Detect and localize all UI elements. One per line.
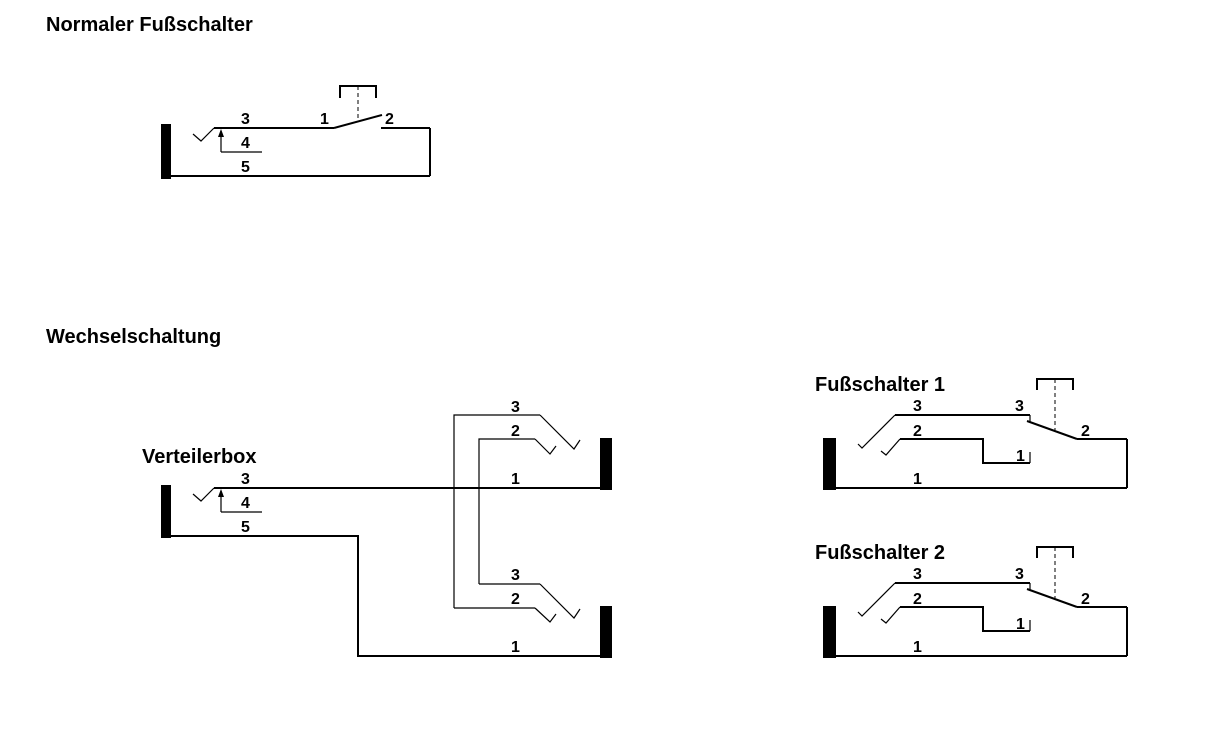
label-tip: 3: [241, 471, 250, 488]
jack-tip-contact: [192, 487, 215, 502]
title-normaler-fussschalter: Normaler Fußschalter: [46, 14, 253, 36]
label-switch-2: 2: [385, 111, 394, 128]
label-ring: 2: [913, 591, 922, 608]
switch-lever: [1026, 420, 1078, 440]
wire-ring: [900, 438, 1030, 464]
tip-contact: [857, 582, 896, 617]
label-switch-common: 3: [1015, 566, 1024, 583]
switch-lever: [333, 114, 383, 129]
jack-tip-contact: [192, 127, 215, 142]
lower-plug: 3 2 1: [454, 567, 612, 658]
wire-ring: [900, 606, 1030, 632]
label-tip: 3: [913, 398, 922, 415]
upper-plug: 3 2 1: [511, 399, 612, 490]
label-switch-1: 1: [320, 111, 329, 128]
wire-upper-ring-lower-tip: [478, 438, 535, 584]
lower-plug-body: [600, 606, 612, 658]
ring-contact: [880, 438, 901, 456]
upper-plug-body: [600, 438, 612, 490]
verteilerbox-circuit: 3 4 5: [161, 471, 600, 657]
title-verteilerbox: Verteilerbox: [142, 446, 257, 468]
jack-body: [823, 438, 836, 490]
jack-body: [823, 606, 836, 658]
label-ring: 2: [913, 423, 922, 440]
fussschalter-1-circuit: 3 2 1 3 1 2: [823, 378, 1128, 490]
title-fussschalter-1: Fußschalter 1: [815, 374, 945, 396]
label-sleeve: 1: [511, 471, 520, 488]
label-switch-no: 2: [1081, 423, 1090, 440]
label-ring: 2: [511, 423, 520, 440]
cross-wiring: [453, 414, 540, 608]
wire-sleeve-to-lower-sleeve: [171, 535, 600, 657]
ring-contact: [880, 606, 901, 624]
jack-body: [161, 124, 171, 179]
label-switch-common: 3: [1015, 398, 1024, 415]
label-tip: 3: [913, 566, 922, 583]
label-tip: 3: [511, 399, 520, 416]
label-switch-nc: 1: [1016, 616, 1025, 633]
label-switch: 4: [241, 495, 250, 512]
upper-tip-contact: [539, 414, 581, 450]
label-tip: 3: [511, 567, 520, 584]
label-ring: 2: [511, 591, 520, 608]
normal-footswitch-circuit: 3 4 5 1 2: [161, 85, 431, 179]
arrow-icon: [218, 129, 224, 137]
label-switch-no: 2: [1081, 591, 1090, 608]
lower-tip-contact: [539, 583, 581, 619]
label-sleeve: 1: [913, 471, 922, 488]
label-sleeve: 1: [913, 639, 922, 656]
upper-ring-contact: [534, 438, 557, 455]
fussschalter-2-circuit: 3 2 1 3 1 2: [823, 546, 1128, 658]
wire-upper-tip-lower-ring: [453, 414, 540, 608]
label-tip: 3: [241, 111, 250, 128]
label-sleeve: 5: [241, 159, 250, 176]
switch-lever: [1026, 588, 1078, 608]
lower-ring-contact: [534, 607, 557, 623]
label-switch-nc: 1: [1016, 448, 1025, 465]
title-wechselschaltung: Wechselschaltung: [46, 326, 221, 348]
label-sleeve: 5: [241, 519, 250, 536]
verteilerbox-jack: [161, 485, 171, 538]
tip-contact: [857, 414, 896, 449]
label-sleeve: 1: [511, 639, 520, 656]
label-switch: 4: [241, 135, 250, 152]
title-fussschalter-2: Fußschalter 2: [815, 542, 945, 564]
arrow-icon: [218, 489, 224, 497]
